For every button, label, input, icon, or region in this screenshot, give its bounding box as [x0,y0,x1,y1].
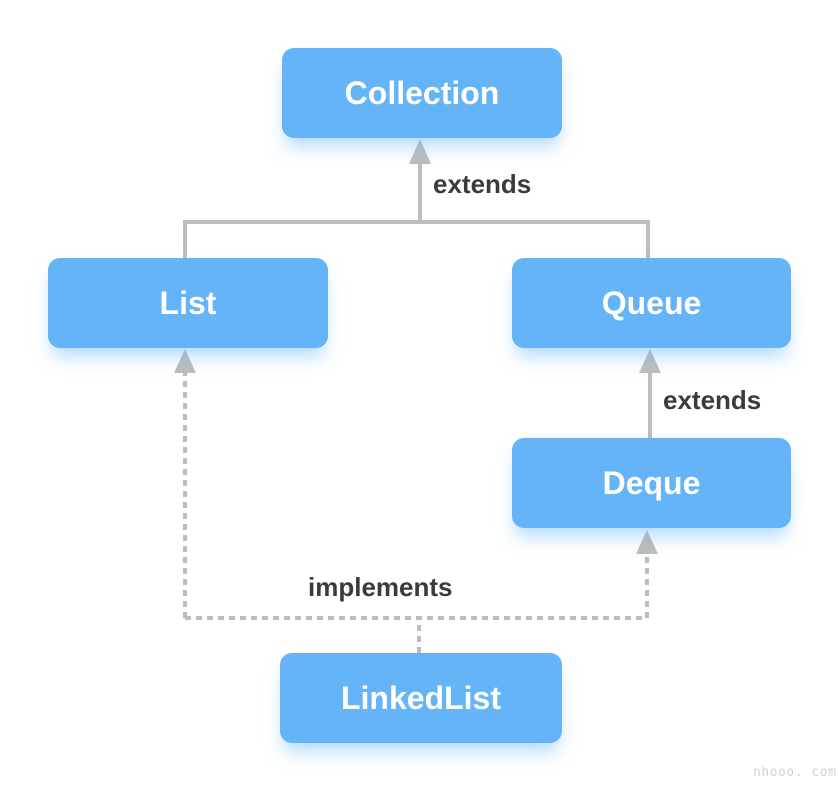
arrowhead-into-queue [639,349,661,373]
arrowhead-into-list [174,349,196,373]
node-list: List [48,258,328,348]
arrowhead-into-collection [409,139,431,164]
node-linkedlist: LinkedList [280,653,562,743]
edge-label-extends-deque: extends [663,385,762,415]
node-queue-label: Queue [601,284,702,321]
node-queue: Queue [512,258,791,348]
node-list-label: List [159,284,217,321]
node-deque-label: Deque [602,464,701,501]
edge-label-extends-collection: extends [433,169,532,199]
node-linkedlist-label: LinkedList [340,679,501,716]
node-collection: Collection [282,48,562,138]
node-collection-label: Collection [344,74,500,111]
edge-branch-list-queue [183,220,650,258]
edge-label-implements: implements [308,572,453,602]
watermark-text: nhooo. com [753,765,837,780]
node-deque: Deque [512,438,791,528]
arrowhead-into-deque [636,530,658,554]
